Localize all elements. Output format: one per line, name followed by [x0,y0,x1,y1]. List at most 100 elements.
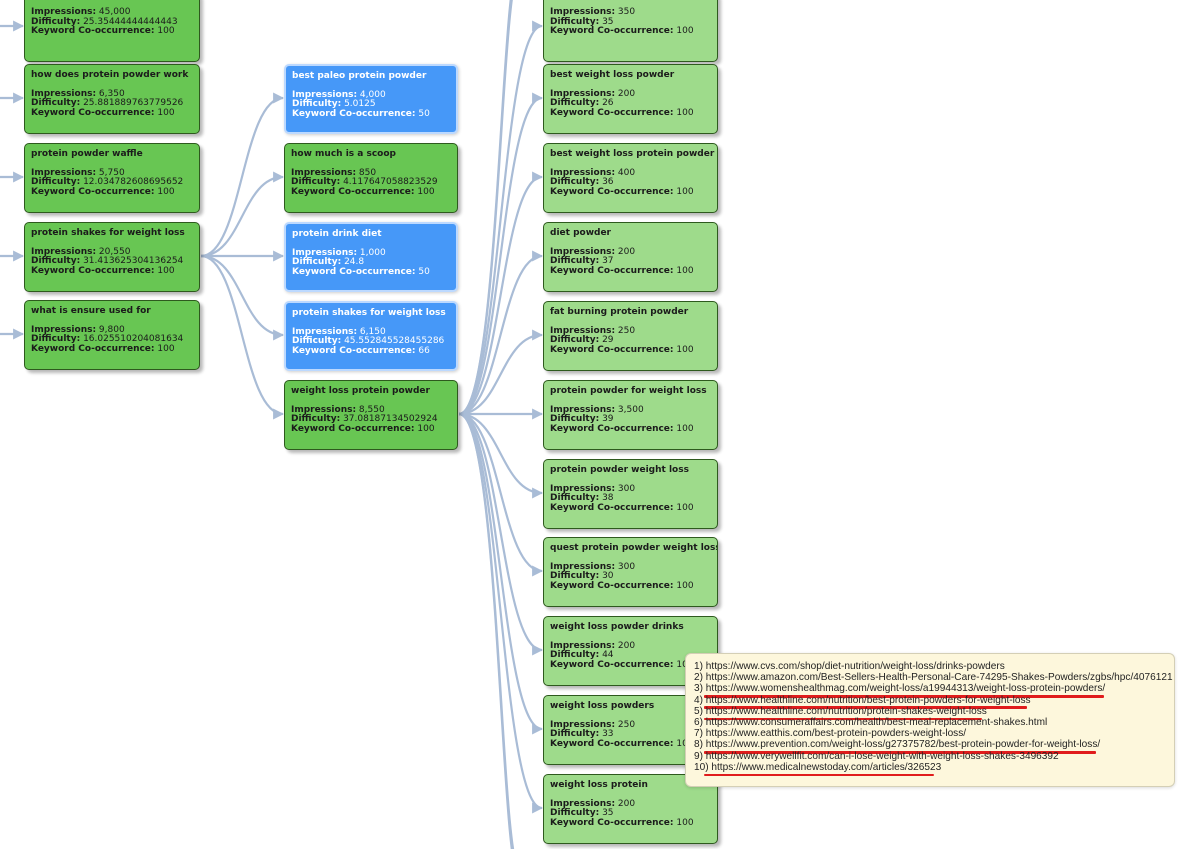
cooccurrence-metric-label: Keyword Co-occurrence: [291,423,415,434]
impressions-metric-label: Impressions: [31,167,97,178]
impressions-metric: Impressions: 200 [550,799,711,810]
cooccurrence-metric: Keyword Co-occurrence: 100 [31,187,193,198]
impressions-metric: Impressions: 300 [550,561,711,573]
impressions-metric: Impressions: 3,500 [550,404,711,416]
serp-url[interactable]: 3) https://www.womenshealthmag.com/weigh… [694,683,1166,698]
cooccurrence-metric-label: Keyword Co-occurrence: [550,265,674,276]
impressions-metric-value: 300 [615,561,636,572]
cooccurrence-metric-label: Keyword Co-occurrence: [31,26,155,37]
keyword-title: weight loss powder drinks [550,622,684,632]
impressions-metric: Impressions: 200 [550,247,711,258]
serp-url-text: 3) https://www.womenshealthmag.com/weigh… [694,683,1106,695]
difficulty-metric-value: 25.881889763779526 [80,98,184,109]
keyword-title: protein shakes for weight loss [31,228,185,238]
edge-arrow [458,250,544,416]
serp-url[interactable]: 9) https://www.verywellfit.com/can-i-los… [694,751,1166,762]
edge-arrow [458,329,544,416]
cooccurrence-metric: Keyword Co-occurrence: 66 [292,346,450,357]
difficulty-metric-label: Difficulty: [292,99,342,110]
cooccurrence-metric: Keyword Co-occurrence: 100 [550,187,711,198]
impressions-metric-value: 200 [615,640,636,651]
cooccurrence-metric-value: 100 [673,344,694,355]
impressions-metric-value: 3,500 [615,404,644,415]
difficulty-metric: Difficulty: 45.552845528455286 [292,336,450,347]
cooccurrence-metric: Keyword Co-occurrence: 100 [550,660,711,671]
difficulty-metric-value: 37 [599,256,614,267]
keyword-title: weight loss powders [550,701,655,711]
impressions-metric: Impressions: 45,000 [31,7,193,18]
serp-url-text: 9) https://www.verywellfit.com/can-i-los… [694,750,1059,762]
cooccurrence-metric: Keyword Co-occurrence: 100 [31,343,193,355]
cooccurrence-metric-value: 50 [415,266,430,277]
serp-url[interactable]: 10) https://www.medicalnewstoday.com/art… [694,762,1166,777]
impressions-metric-label: Impressions: [292,326,358,337]
impressions-metric: Impressions: 9,800 [31,324,193,336]
cooccurrence-metric-value: 100 [673,817,694,828]
serp-url[interactable]: 6) https://www.consumeraffairs.com/healt… [694,717,1166,728]
cooccurrence-metric-label: Keyword Co-occurrence: [31,343,155,354]
keyword-title: what is ensure used for [31,306,151,316]
serp-url[interactable]: 1) https://www.cvs.com/shop/diet-nutriti… [694,661,1166,672]
difficulty-metric: Difficulty: 24.8 [292,257,450,268]
serp-url[interactable]: 2) https://www.amazon.com/Best-Sellers-H… [694,672,1173,683]
difficulty-metric-label: Difficulty: [550,650,600,661]
difficulty-metric: Difficulty: 39 [550,414,711,425]
cooccurrence-metric-value: 100 [154,265,175,276]
cooccurrence-metric-label: Keyword Co-occurrence: [292,266,416,277]
serp-url[interactable]: 5) https://www.healthline.com/nutrition/… [694,706,1166,721]
serp-url[interactable]: 7) https://www.eatthis.com/best-protein-… [694,728,1166,739]
serp-url[interactable]: 8) https://www.prevention.com/weight-los… [694,739,1166,754]
impressions-metric-label: Impressions: [550,404,616,415]
difficulty-metric-value: 39 [599,414,614,425]
cooccurrence-metric: Keyword Co-occurrence: 100 [31,26,193,37]
keyword-title: protein powder waffle [31,149,143,159]
serp-url[interactable]: 4) https://www.healthline.com/nutrition/… [694,695,1166,709]
impressions-metric-value: 850 [356,167,377,178]
difficulty-metric: Difficulty: 16.025510204081634 [31,334,193,345]
difficulty-metric: Difficulty: 5.0125 [292,99,450,110]
difficulty-metric-value: 4.117647058823529 [340,177,438,188]
cooccurrence-metric-value: 100 [673,580,694,591]
difficulty-metric-value: 33 [599,729,614,740]
cooccurrence-metric: Keyword Co-occurrence: 100 [550,424,711,435]
difficulty-metric-value: 45.552845528455286 [341,336,445,347]
cooccurrence-metric: Keyword Co-occurrence: 100 [550,26,711,37]
difficulty-metric-label: Difficulty: [31,177,81,188]
difficulty-metric-label: Difficulty: [550,256,600,267]
cooccurrence-metric-label: Keyword Co-occurrence: [550,502,674,513]
impressions-metric-label: Impressions: [291,167,357,178]
impressions-metric-value: 300 [615,483,636,494]
cooccurrence-metric-value: 100 [414,186,435,197]
edge-arrow [458,20,544,416]
difficulty-metric-value: 12.034782608695652 [80,177,184,188]
impressions-metric-label: Impressions: [550,7,616,17]
difficulty-metric: Difficulty: 35 [550,17,711,28]
impressions-metric-value: 6,150 [357,326,386,337]
cooccurrence-metric-label: Keyword Co-occurrence: [550,26,674,37]
cooccurrence-metric-value: 100 [673,502,694,513]
cooccurrence-metric: Keyword Co-occurrence: 100 [550,108,711,119]
difficulty-metric-value: 30 [599,571,614,582]
difficulty-metric-label: Difficulty: [550,493,600,504]
edge-arrow [200,254,285,420]
impressions-metric-label: Impressions: [31,324,97,335]
